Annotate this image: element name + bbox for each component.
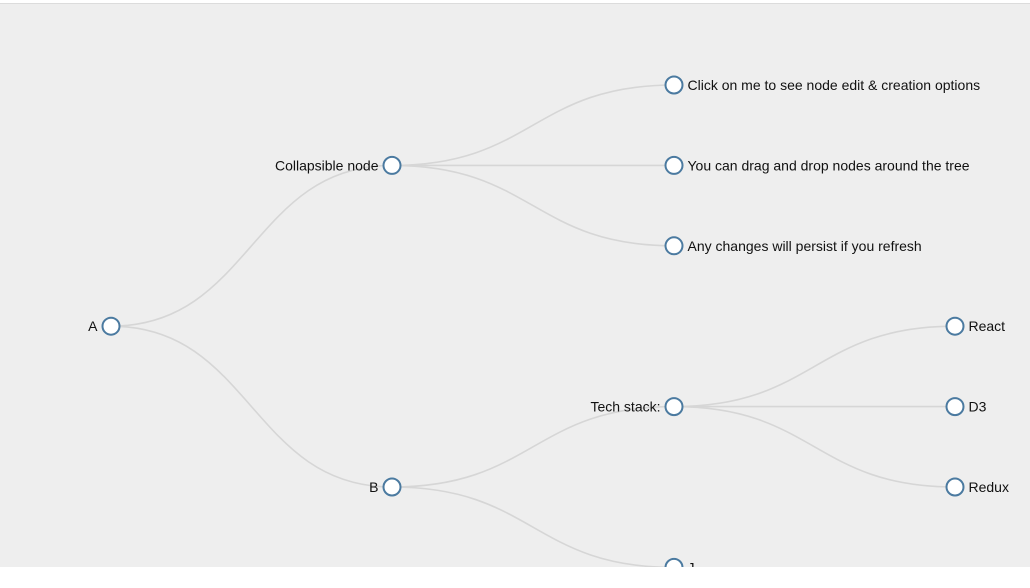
link-tech-stack-to-redux bbox=[673, 405, 956, 488]
link-b-to-j bbox=[391, 486, 675, 567]
links-layer bbox=[110, 84, 956, 567]
tree-node-collapsible-node[interactable]: Collapsible node bbox=[275, 155, 402, 175]
tree-node-j[interactable]: J bbox=[664, 557, 695, 567]
tree-node-a[interactable]: A bbox=[88, 316, 121, 336]
tree-node-react[interactable]: React bbox=[945, 316, 1006, 336]
tree-node-d3[interactable]: D3 bbox=[945, 397, 987, 417]
node-circle[interactable] bbox=[382, 155, 402, 175]
node-circle[interactable] bbox=[382, 477, 402, 497]
node-label: B bbox=[369, 479, 378, 495]
tree-node-click-on-me-to-see-node-edit-creation-options[interactable]: Click on me to see node edit & creation … bbox=[664, 75, 981, 95]
link-b-to-tech-stack bbox=[391, 405, 675, 488]
link-a-to-collapsible-node bbox=[110, 164, 393, 327]
node-circle[interactable] bbox=[664, 236, 684, 256]
node-label: J bbox=[688, 559, 695, 567]
node-label: Redux bbox=[969, 479, 1009, 495]
node-label: D3 bbox=[969, 399, 987, 415]
node-label: Any changes will persist if you refresh bbox=[688, 238, 922, 254]
link-tech-stack-to-react bbox=[673, 325, 956, 408]
tree-node-any-changes-will-persist-if-you-refresh[interactable]: Any changes will persist if you refresh bbox=[664, 236, 922, 256]
tree-node-you-can-drag-and-drop-nodes-around-the-tree[interactable]: You can drag and drop nodes around the t… bbox=[664, 155, 970, 175]
tree-node-tech-stack[interactable]: Tech stack: bbox=[590, 397, 684, 417]
node-circle[interactable] bbox=[664, 75, 684, 95]
node-circle[interactable] bbox=[945, 397, 965, 417]
node-label: A bbox=[88, 318, 98, 334]
node-circle[interactable] bbox=[664, 397, 684, 417]
nodes-layer: Click on me to see node edit & creation … bbox=[88, 75, 1009, 567]
node-circle[interactable] bbox=[664, 557, 684, 567]
node-circle[interactable] bbox=[945, 316, 965, 336]
link-collapsible-node-to-click-on-me-to-see-node-edit-creation-options bbox=[391, 84, 675, 167]
tree-canvas: Click on me to see node edit & creation … bbox=[0, 3, 1030, 567]
node-circle[interactable] bbox=[945, 477, 965, 497]
node-circle[interactable] bbox=[101, 316, 121, 336]
node-circle[interactable] bbox=[664, 155, 684, 175]
tree-diagram: Click on me to see node edit & creation … bbox=[88, 75, 1009, 567]
node-label: Tech stack: bbox=[590, 399, 660, 415]
tree-node-b[interactable]: B bbox=[369, 477, 402, 497]
link-a-to-b bbox=[110, 325, 393, 488]
node-label: Click on me to see node edit & creation … bbox=[688, 77, 981, 93]
node-label: You can drag and drop nodes around the t… bbox=[688, 157, 970, 173]
link-collapsible-node-to-any-changes-will-persist-if-you-refresh bbox=[391, 164, 675, 247]
node-label: React bbox=[969, 318, 1006, 334]
tree-node-redux[interactable]: Redux bbox=[945, 477, 1009, 497]
node-label: Collapsible node bbox=[275, 157, 379, 173]
